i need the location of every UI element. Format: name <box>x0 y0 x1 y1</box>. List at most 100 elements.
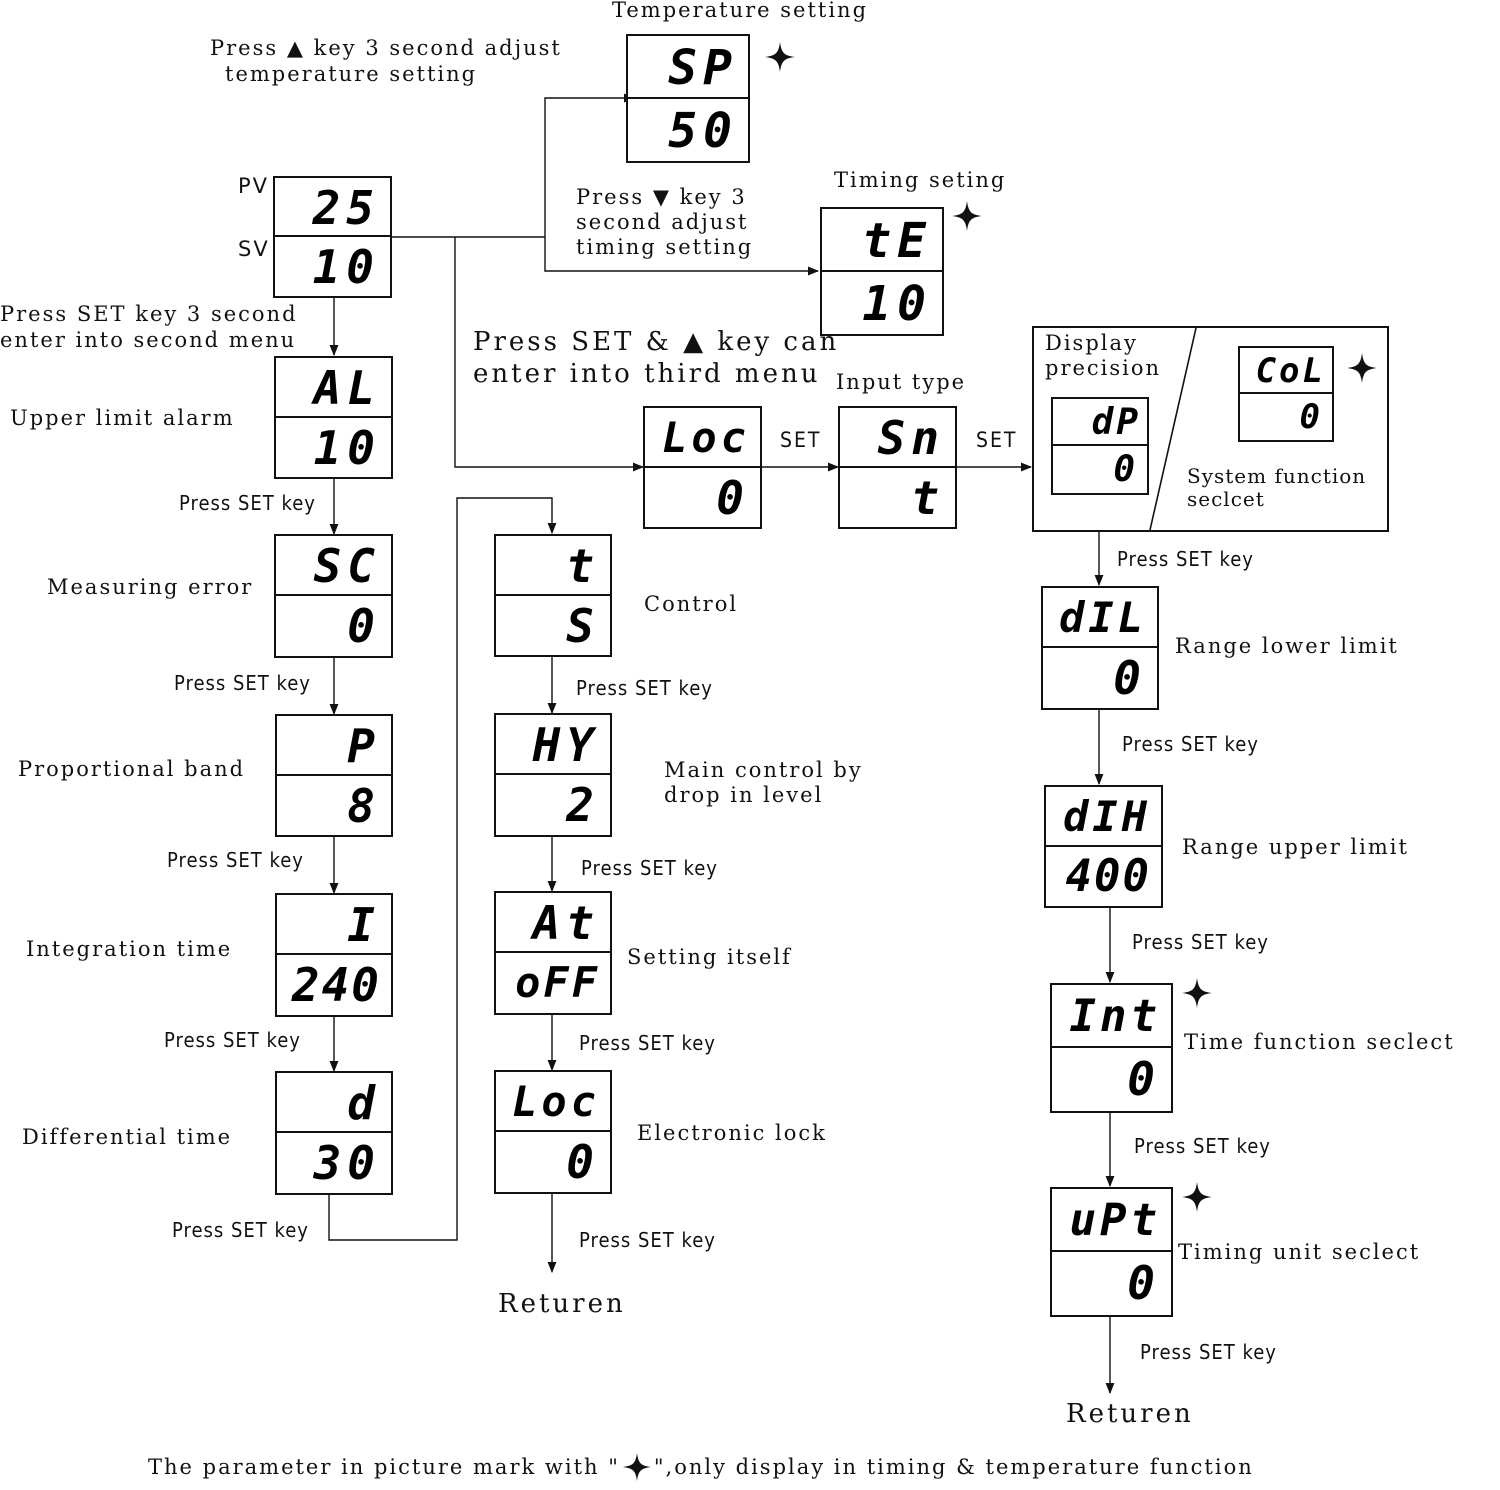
press-set-third-label-line1: Press SET & ▲ key can <box>473 327 840 357</box>
loc-third-display: Loc 0 <box>643 406 762 529</box>
hy-value: 2 <box>566 778 600 832</box>
pv-value: 25 <box>275 178 390 237</box>
footer-text-after: ",only display in timing & temperature f… <box>653 1455 1254 1479</box>
loc-lock-code: Loc <box>496 1072 610 1132</box>
press-set-key-label: Press SET key <box>1132 930 1269 954</box>
dih-code: dIH <box>1046 787 1161 847</box>
te-display: tE 10 <box>820 207 944 336</box>
press-set-key-label: Press SET key <box>179 491 316 515</box>
col-display: CoL 0 <box>1238 346 1334 442</box>
press-up-key-label-line1: Press ▲ key 3 second adjust <box>210 36 562 60</box>
set-label-1: SET <box>780 428 822 452</box>
sc-value: 0 <box>347 599 381 653</box>
differential-time-label: Differential time <box>22 1125 233 1149</box>
footer-text-before: The parameter in picture mark with " <box>148 1455 620 1479</box>
footer-note: The parameter in picture mark with " ",o… <box>148 1452 1254 1482</box>
star-icon <box>622 1452 651 1482</box>
sv-value: 10 <box>312 240 380 294</box>
sc-code: SC <box>276 536 391 596</box>
d-value: 30 <box>313 1136 381 1190</box>
star-icon <box>1347 353 1377 383</box>
pv-label: PV <box>238 174 270 198</box>
col-value: 0 <box>1299 397 1326 437</box>
integration-time-label: Integration time <box>26 937 233 961</box>
sc-display: SC 0 <box>274 534 393 658</box>
press-set-key-label: Press SET key <box>579 1228 716 1252</box>
returen-label: Returen <box>498 1289 626 1319</box>
dil-code: dIL <box>1043 588 1157 648</box>
press-up-key-label-line2: temperature setting <box>225 62 478 86</box>
press-set-key-label: Press SET key <box>576 676 713 700</box>
press-set-second-label-line1: Press SET key 3 second <box>0 302 298 326</box>
star-icon <box>952 201 982 231</box>
press-set-key-label: Press SET key <box>1117 547 1254 571</box>
control-label: Control <box>644 592 739 616</box>
hy-display: HY 2 <box>494 713 612 837</box>
t-code: t <box>496 536 610 596</box>
press-set-key-label: Press SET key <box>1134 1134 1271 1158</box>
at-code: At <box>496 893 610 953</box>
dp-display: dP 0 <box>1051 397 1149 495</box>
sn-value: t <box>911 470 945 525</box>
upt-value: 0 <box>1127 1256 1161 1310</box>
press-down-key-label-line3: timing setting <box>576 235 754 259</box>
d-code: d <box>277 1073 391 1133</box>
electronic-lock-label: Electronic lock <box>637 1121 827 1145</box>
star-icon <box>765 42 795 72</box>
range-lower-limit-label: Range lower limit <box>1175 634 1399 658</box>
int-display: Int 0 <box>1050 983 1173 1113</box>
set-label-2: SET <box>976 428 1018 452</box>
press-set-third-label-line2: enter into third menu <box>473 359 821 389</box>
press-set-key-label: Press SET key <box>579 1031 716 1055</box>
int-code: Int <box>1052 985 1171 1048</box>
pv-sv-display: 25 10 <box>273 176 392 298</box>
input-type-label: Input type <box>836 370 967 394</box>
timing-unit-seclect-label: Timing unit seclect <box>1178 1240 1421 1264</box>
upper-limit-alarm-label: Upper limit alarm <box>10 406 235 430</box>
system-function-label-line1: System function <box>1187 464 1367 488</box>
press-set-key-label: Press SET key <box>1122 732 1259 756</box>
dil-display: dIL 0 <box>1041 586 1159 710</box>
upt-display: uPt 0 <box>1050 1187 1173 1317</box>
dp-code: dP <box>1053 399 1147 446</box>
dil-value: 0 <box>1113 651 1147 705</box>
press-set-second-label-line2: enter into second menu <box>0 328 297 352</box>
i-code: I <box>277 895 391 955</box>
loc-third-code: Loc <box>645 408 760 468</box>
press-down-key-label-line2: second adjust <box>576 210 749 234</box>
press-set-key-label: Press SET key <box>581 856 718 880</box>
range-upper-limit-label: Range upper limit <box>1182 835 1409 859</box>
press-set-key-label: Press SET key <box>172 1218 309 1242</box>
te-value: 10 <box>862 275 932 332</box>
time-function-seclect-label: Time function seclect <box>1184 1030 1455 1054</box>
connector-to-loc <box>454 237 645 472</box>
proportional-band-label: Proportional band <box>18 757 246 781</box>
setting-itself-label: Setting itself <box>627 945 792 969</box>
dih-value: 400 <box>1065 850 1151 902</box>
sp-display: SP 50 <box>626 34 750 163</box>
dih-display: dIH 400 <box>1044 785 1163 908</box>
col-code: CoL <box>1240 348 1332 394</box>
p-display: P 8 <box>275 714 393 837</box>
loc-lock-value: 0 <box>566 1135 600 1189</box>
display-system-frame <box>1032 326 1389 532</box>
at-value: oFF <box>515 958 600 1007</box>
sn-code: Sn <box>840 408 955 468</box>
i-value: 240 <box>291 958 381 1012</box>
measuring-error-label: Measuring error <box>47 575 254 599</box>
hy-code: HY <box>496 715 610 775</box>
loc-lock-display: Loc 0 <box>494 1070 612 1194</box>
sn-display: Sn t <box>838 406 957 529</box>
sp-code: SP <box>628 36 748 99</box>
al-code: AL <box>276 358 391 418</box>
temperature-setting-label: Temperature setting <box>612 0 869 22</box>
frame-divider <box>1149 327 1197 531</box>
al-display: AL 10 <box>274 356 393 479</box>
system-function-label-line2: seclcet <box>1187 487 1265 511</box>
i-display: I 240 <box>275 893 393 1017</box>
press-set-key-label: Press SET key <box>167 848 304 872</box>
p-value: 8 <box>347 778 381 833</box>
press-set-key-label: Press SET key <box>164 1028 301 1052</box>
t-display: t S <box>494 534 612 657</box>
